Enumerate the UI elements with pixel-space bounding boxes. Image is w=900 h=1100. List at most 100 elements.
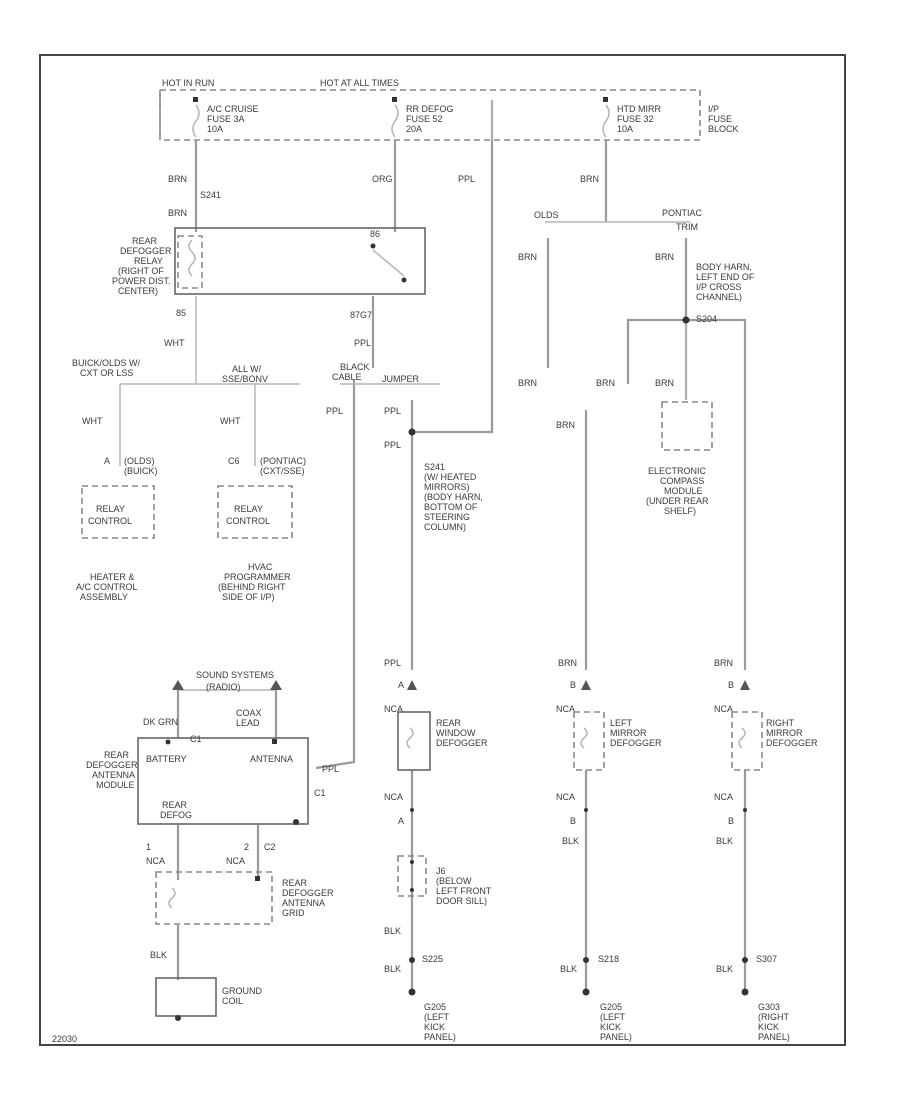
splice-s204: BODY HARN, LEFT END OF I/P CROSS CHANNEL… bbox=[682, 262, 755, 324]
svg-text:86: 86 bbox=[370, 229, 380, 239]
svg-text:BLK: BLK bbox=[384, 926, 401, 936]
svg-text:C2: C2 bbox=[264, 842, 276, 852]
svg-text:KICK: KICK bbox=[424, 1022, 445, 1032]
svg-text:BOTTOM OF: BOTTOM OF bbox=[424, 502, 478, 512]
left-mirror-defogger: B LEFT MIRROR DEFOGGER B bbox=[570, 680, 662, 826]
svg-text:PPL: PPL bbox=[384, 658, 401, 668]
svg-text:(CXT/SSE): (CXT/SSE) bbox=[260, 466, 305, 476]
svg-text:LEFT: LEFT bbox=[610, 718, 633, 728]
svg-text:SOUND SYSTEMS: SOUND SYSTEMS bbox=[196, 670, 274, 680]
svg-text:B: B bbox=[570, 816, 576, 826]
svg-text:2: 2 bbox=[244, 842, 249, 852]
svg-text:BRN: BRN bbox=[518, 252, 537, 262]
svg-text:BRN: BRN bbox=[596, 378, 615, 388]
svg-text:REAR: REAR bbox=[162, 800, 188, 810]
svg-text:BRN: BRN bbox=[518, 378, 537, 388]
svg-text:WHT: WHT bbox=[220, 416, 241, 426]
svg-text:BLK: BLK bbox=[716, 964, 733, 974]
svg-text:FUSE 32: FUSE 32 bbox=[617, 114, 654, 124]
svg-text:REAR: REAR bbox=[436, 718, 462, 728]
svg-text:PANEL): PANEL) bbox=[600, 1032, 632, 1042]
svg-text:G303: G303 bbox=[758, 1002, 780, 1012]
footer-code: 22030 bbox=[52, 1034, 77, 1044]
svg-text:(LEFT: (LEFT bbox=[600, 1012, 626, 1022]
svg-text:(W/ HEATED: (W/ HEATED bbox=[424, 472, 477, 482]
svg-text:ANTENNA: ANTENNA bbox=[92, 770, 135, 780]
svg-text:C1: C1 bbox=[190, 734, 202, 744]
svg-text:S307: S307 bbox=[756, 954, 777, 964]
svg-text:CABLE: CABLE bbox=[332, 372, 362, 382]
svg-text:G205: G205 bbox=[600, 1002, 622, 1012]
svg-text:J6: J6 bbox=[436, 866, 446, 876]
svg-text:(BODY HARN,: (BODY HARN, bbox=[424, 492, 483, 502]
fuse-htd-mirr: HTD MIRR FUSE 32 10A bbox=[602, 97, 661, 138]
svg-text:NCA: NCA bbox=[556, 792, 575, 802]
svg-text:GROUND: GROUND bbox=[222, 986, 262, 996]
right-mirror-defogger: B RIGHT MIRROR DEFOGGER B bbox=[728, 680, 818, 826]
svg-text:MIRROR: MIRROR bbox=[766, 728, 803, 738]
svg-text:DEFOGGER: DEFOGGER bbox=[610, 738, 662, 748]
svg-text:PPL: PPL bbox=[384, 406, 401, 416]
svg-text:BUICK/OLDS W/: BUICK/OLDS W/ bbox=[72, 358, 141, 368]
svg-text:WINDOW: WINDOW bbox=[436, 728, 476, 738]
fuse-block: HOT IN RUN HOT AT ALL TIMES I/P FUSE BLO… bbox=[159, 78, 739, 141]
svg-text:87: 87 bbox=[350, 310, 360, 320]
svg-text:BRN: BRN bbox=[714, 658, 733, 668]
svg-text:DEFOGGER: DEFOGGER bbox=[282, 888, 334, 898]
wire-labels: BRN S241 BRN ORG PPL BRN PPL WHT BRN BRN… bbox=[82, 174, 733, 974]
svg-text:(RADIO): (RADIO) bbox=[206, 682, 241, 692]
fuse-ac-cruise: A/C CRUISE FUSE 3A 10A bbox=[192, 97, 259, 138]
svg-text:BRN: BRN bbox=[655, 252, 674, 262]
svg-text:CONTROL: CONTROL bbox=[88, 516, 132, 526]
svg-text:CONTROL: CONTROL bbox=[226, 516, 270, 526]
svg-text:I/P CROSS: I/P CROSS bbox=[696, 282, 741, 292]
svg-text:MIRRORS): MIRRORS) bbox=[424, 482, 470, 492]
svg-text:HEATER &: HEATER & bbox=[90, 572, 134, 582]
svg-text:ALL W/: ALL W/ bbox=[232, 364, 262, 374]
svg-text:BODY HARN,: BODY HARN, bbox=[696, 262, 752, 272]
svg-text:MODULE: MODULE bbox=[664, 486, 703, 496]
svg-text:(UNDER REAR: (UNDER REAR bbox=[646, 496, 709, 506]
svg-text:COLUMN): COLUMN) bbox=[424, 522, 466, 532]
hot-in-run-label: HOT IN RUN bbox=[162, 78, 214, 88]
fuse-block-label-1: I/P bbox=[708, 104, 719, 114]
svg-text:PONTIAC: PONTIAC bbox=[662, 208, 703, 218]
svg-text:S225: S225 bbox=[422, 954, 443, 964]
svg-text:S241: S241 bbox=[424, 462, 445, 472]
svg-text:A: A bbox=[398, 816, 404, 826]
svg-text:DEFOGGER: DEFOGGER bbox=[766, 738, 818, 748]
svg-text:NCA: NCA bbox=[384, 704, 403, 714]
svg-text:(BEHIND RIGHT: (BEHIND RIGHT bbox=[218, 582, 286, 592]
hvac-programmer: C6 (PONTIAC) (CXT/SSE) RELAY CONTROL HVA… bbox=[217, 456, 306, 602]
ground-g205-left: S225 G205 (LEFT KICK PANEL) bbox=[408, 954, 456, 1042]
svg-text:ANTENNA: ANTENNA bbox=[250, 754, 293, 764]
svg-text:DEFOGGER: DEFOGGER bbox=[436, 738, 488, 748]
rear-window-defogger: A REAR WINDOW DEFOGGER A bbox=[397, 680, 488, 826]
svg-text:SSE/BONV: SSE/BONV bbox=[222, 374, 268, 384]
svg-text:(PONTIAC): (PONTIAC) bbox=[260, 456, 306, 466]
svg-text:C6: C6 bbox=[228, 456, 240, 466]
svg-text:BLK: BLK bbox=[560, 964, 577, 974]
svg-text:NCA: NCA bbox=[556, 704, 575, 714]
svg-text:CENTER): CENTER) bbox=[118, 286, 158, 296]
svg-text:DOOR SILL): DOOR SILL) bbox=[436, 896, 487, 906]
svg-text:MIRROR: MIRROR bbox=[610, 728, 647, 738]
svg-text:G205: G205 bbox=[424, 1002, 446, 1012]
svg-text:PPL: PPL bbox=[322, 764, 339, 774]
svg-text:BRN: BRN bbox=[580, 174, 599, 184]
svg-text:DEFOGGER: DEFOGGER bbox=[86, 760, 138, 770]
svg-text:REAR: REAR bbox=[132, 236, 158, 246]
svg-text:(RIGHT: (RIGHT bbox=[758, 1012, 789, 1022]
svg-text:A: A bbox=[104, 456, 110, 466]
svg-text:SHELF): SHELF) bbox=[664, 506, 696, 516]
splice-s241-heated: S241 (W/ HEATED MIRRORS) (BODY HARN, BOT… bbox=[408, 428, 483, 532]
svg-text:LEFT END OF: LEFT END OF bbox=[696, 272, 755, 282]
svg-text:BLACK: BLACK bbox=[340, 362, 370, 372]
fuse-block-label-2: FUSE bbox=[708, 114, 732, 124]
svg-text:JUMPER: JUMPER bbox=[382, 374, 420, 384]
svg-text:DEFOGGER: DEFOGGER bbox=[120, 246, 172, 256]
svg-text:ASSEMBLY: ASSEMBLY bbox=[80, 592, 128, 602]
svg-text:WHT: WHT bbox=[164, 338, 185, 348]
svg-text:OLDS: OLDS bbox=[534, 210, 559, 220]
svg-text:BLK: BLK bbox=[716, 836, 733, 846]
